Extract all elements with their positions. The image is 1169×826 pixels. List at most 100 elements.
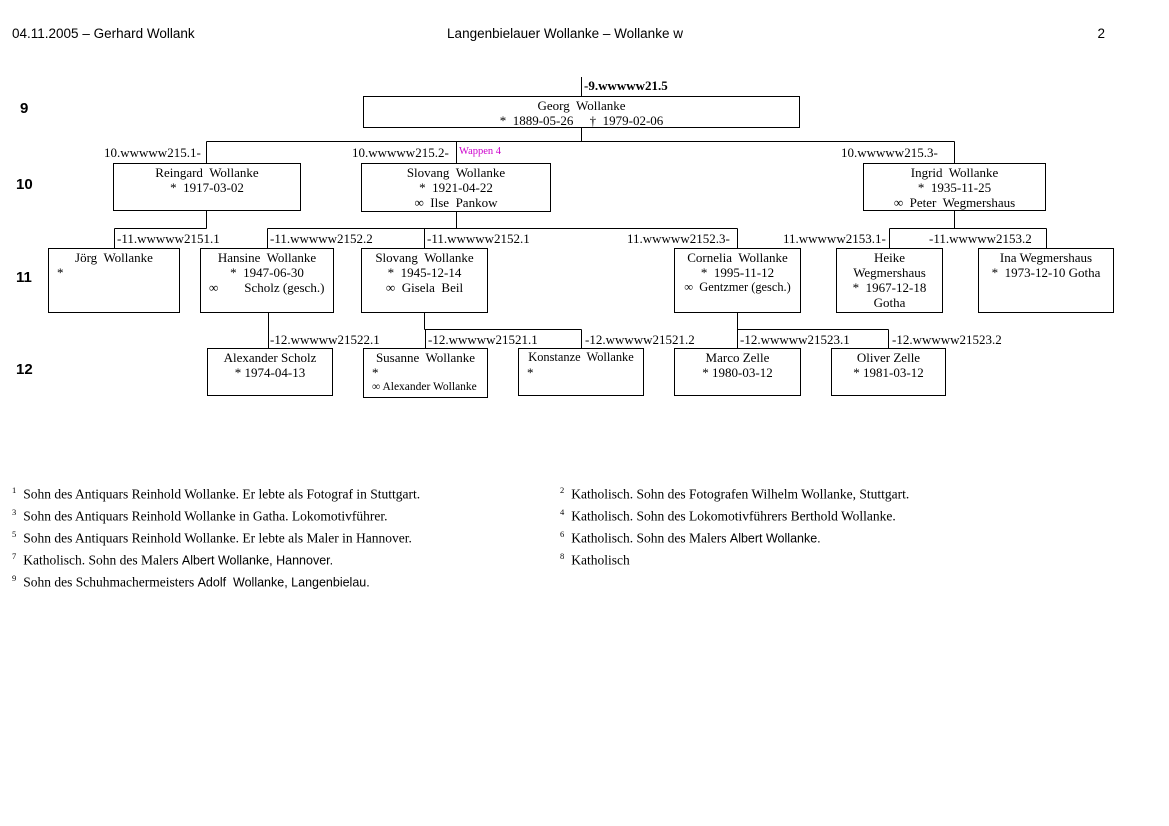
person-box-joerg-wollanke: Jörg Wollanke * — [48, 248, 180, 313]
person-name: Georg Wollanke — [537, 98, 626, 113]
person-place: Gotha — [873, 295, 906, 310]
tree-label-21521-1: -12.wwwww21521.1 — [428, 332, 538, 347]
tree-label-21522-1: -12.wwwww21522.1 — [270, 332, 380, 347]
person-marriage: ∞ Alexander Wollanke — [372, 381, 477, 393]
person-birth: * 1935-11-25 — [917, 180, 992, 195]
wappen-note: Wappen 4 — [459, 146, 502, 157]
person-box-marco-zelle: Marco Zelle * 1980-03-12 — [674, 348, 801, 396]
person-birth: * 1980-03-12 — [702, 365, 773, 380]
footnote-number: 1 — [12, 485, 17, 495]
footnote-number: 8 — [560, 551, 565, 561]
footnote-number: 4 — [560, 507, 565, 517]
tree-label-215-3: 10.wwwww215.3- — [841, 145, 938, 160]
tree-label-root: -9.wwwww21.5 — [584, 78, 668, 93]
footnote-text: Katholisch. Sohn des Malers — [571, 530, 730, 546]
person-birth: * — [527, 365, 534, 380]
person-box-konstanze-wollanke: Konstanze Wollanke * — [518, 348, 644, 396]
person-birth: * 1974-04-13 — [234, 365, 306, 380]
tree-label-215-2: 10.wwwww215.2- — [352, 145, 449, 160]
footnote-8: 8 Katholisch — [560, 548, 1040, 570]
person-box-georg-wollanke: Georg Wollanke * 1889-05-26 † 1979-02-06 — [363, 96, 800, 128]
person-name: Jörg Wollanke — [75, 250, 153, 265]
footnote-text: Katholisch. Sohn des Malers — [23, 552, 182, 568]
person-marriage: ∞ Peter Wegmershaus — [893, 195, 1016, 210]
tree-label-2152-2: -11.wwwww2152.2 — [270, 231, 373, 246]
person-box-slovang-wollanke-sr: Slovang Wollanke * 1921-04-22 ∞ Ilse Pan… — [361, 163, 551, 212]
footnote-text: Sohn des Antiquars Reinhold Wollanke. Er… — [23, 486, 421, 502]
person-name: Cornelia Wollanke — [687, 250, 788, 265]
person-marriage: ∞ Scholz (gesch.) — [209, 280, 325, 295]
person-birth: * 1981-03-12 — [853, 365, 924, 380]
person-box-ingrid-wollanke: Ingrid Wollanke * 1935-11-25 ∞ Peter Weg… — [863, 163, 1046, 211]
person-marriage: ∞ Ilse Pankow — [414, 195, 498, 210]
person-box-heike-wegmershaus: Heike Wegmershaus * 1967-12-18 Gotha — [836, 248, 943, 313]
person-marriage: ∞ Gisela Beil — [385, 280, 464, 295]
person-name: Marco Zelle — [705, 350, 770, 365]
footnote-9: 9 Sohn des Schuhmachermeisters Adolf Woll… — [12, 570, 542, 592]
tree-label-2153-1: 11.wwwww2153.1- — [783, 231, 886, 246]
footnote-text-alt: Adolf Wollanke, Langenbielau. — [197, 575, 370, 590]
person-name-last: Wegmershaus — [853, 265, 926, 280]
tree-label-2151-1: -11.wwwww2151.1 — [117, 231, 220, 246]
generation-label-12: 12 — [16, 361, 33, 378]
person-birth: * 1947-06-30 — [230, 265, 304, 280]
footnote-2: 2 Katholisch. Sohn des Fotografen Wilhelm… — [560, 482, 1040, 504]
footnote-6: 6 Katholisch. Sohn des Malers Albert Woll… — [560, 526, 1040, 548]
person-marriage: ∞ Gentzmer (gesch.) — [684, 280, 791, 294]
person-birth: * 1917-03-02 — [170, 180, 244, 195]
generation-label-10: 10 — [16, 176, 33, 193]
footnote-5: 5 Sohn des Antiquars Reinhold Wollanke. E… — [12, 526, 542, 548]
header-date-author: 04.11.2005 – Gerhard Wollank — [12, 26, 195, 41]
tree-label-2152-3: 11.wwwww2152.3- — [627, 231, 730, 246]
tree-label-21523-1: -12.wwwww21523.1 — [740, 332, 850, 347]
person-name: Konstanze Wollanke — [528, 350, 634, 364]
footnote-4: 4 Katholisch. Sohn des Lokomotivführers B… — [560, 504, 1040, 526]
page-header: 04.11.2005 – Gerhard Wollank Langenbiela… — [0, 26, 1169, 46]
person-box-susanne-wollanke: Susanne Wollanke * ∞ Alexander Wollanke — [363, 348, 488, 398]
person-name: Ingrid Wollanke — [910, 165, 999, 180]
person-name-first: Heike — [873, 250, 906, 265]
footnote-number: 5 — [12, 529, 17, 539]
footnote-text-alt: Albert Wollanke. — [729, 531, 821, 546]
person-birth: * 1973-12-10 Gotha — [991, 265, 1101, 280]
footnote-text: Katholisch. Sohn des Fotografen Wilhelm … — [571, 486, 910, 502]
tree-label-21521-2: -12.wwwww21521.2 — [585, 332, 695, 347]
person-name: Susanne Wollanke — [375, 350, 476, 365]
footnote-number: 2 — [560, 485, 565, 495]
person-box-ina-wegmershaus: Ina Wegmershaus * 1973-12-10 Gotha — [978, 248, 1114, 313]
footnote-number: 6 — [560, 529, 565, 539]
person-box-cornelia-wollanke: Cornelia Wollanke * 1995-11-12 ∞ Gentzme… — [674, 248, 801, 313]
footnote-text: Sohn des Schuhmachermeisters — [23, 574, 198, 590]
footnote-text: Katholisch. Sohn des Lokomotivführers Be… — [571, 508, 896, 524]
person-box-oliver-zelle: Oliver Zelle * 1981-03-12 — [831, 348, 946, 396]
tree-label-215-1: 10.wwwww215.1- — [104, 145, 201, 160]
person-box-slovang-wollanke-jr: Slovang Wollanke * 1945-12-14 ∞ Gisela B… — [361, 248, 488, 313]
person-name: Slovang Wollanke — [375, 250, 474, 265]
generation-label-11: 11 — [16, 269, 32, 286]
person-name: Slovang Wollanke — [406, 165, 506, 180]
footnote-text: Katholisch — [571, 552, 630, 568]
person-birth: * 1921-04-22 — [419, 180, 493, 195]
footnotes-right-column: 2 Katholisch. Sohn des Fotografen Wilhelm… — [560, 482, 1040, 570]
person-birth: * — [372, 365, 379, 380]
person-birth: * 1967-12-18 — [852, 280, 927, 295]
footnote-text: Sohn des Antiquars Reinhold Wollanke in … — [23, 508, 388, 524]
person-box-hansine-wollanke: Hansine Wollanke * 1947-06-30 ∞ Scholz (… — [200, 248, 334, 313]
footnote-number: 9 — [12, 573, 17, 583]
footnote-text: Sohn des Antiquars Reinhold Wollanke. Er… — [23, 530, 412, 546]
page-title: Langenbielauer Wollanke – Wollanke w — [447, 26, 683, 41]
footnote-number: 7 — [12, 551, 17, 561]
footnote-number: 3 — [12, 507, 17, 517]
person-dates: * 1889-05-26 † 1979-02-06 — [499, 113, 664, 128]
person-birth: * 1945-12-14 — [387, 265, 462, 280]
footnote-3: 3 Sohn des Antiquars Reinhold Wollanke in… — [12, 504, 542, 526]
person-name: Alexander Scholz — [223, 350, 317, 365]
person-box-alexander-scholz: Alexander Scholz * 1974-04-13 — [207, 348, 333, 396]
tree-label-21523-2: -12.wwwww21523.2 — [892, 332, 1002, 347]
tree-label-2153-2: -11.wwwww2153.2 — [929, 231, 1032, 246]
footnote-1: 1 Sohn des Antiquars Reinhold Wollanke. E… — [12, 482, 542, 504]
person-birth: * — [57, 265, 64, 280]
person-name: Hansine Wollanke — [217, 250, 317, 265]
